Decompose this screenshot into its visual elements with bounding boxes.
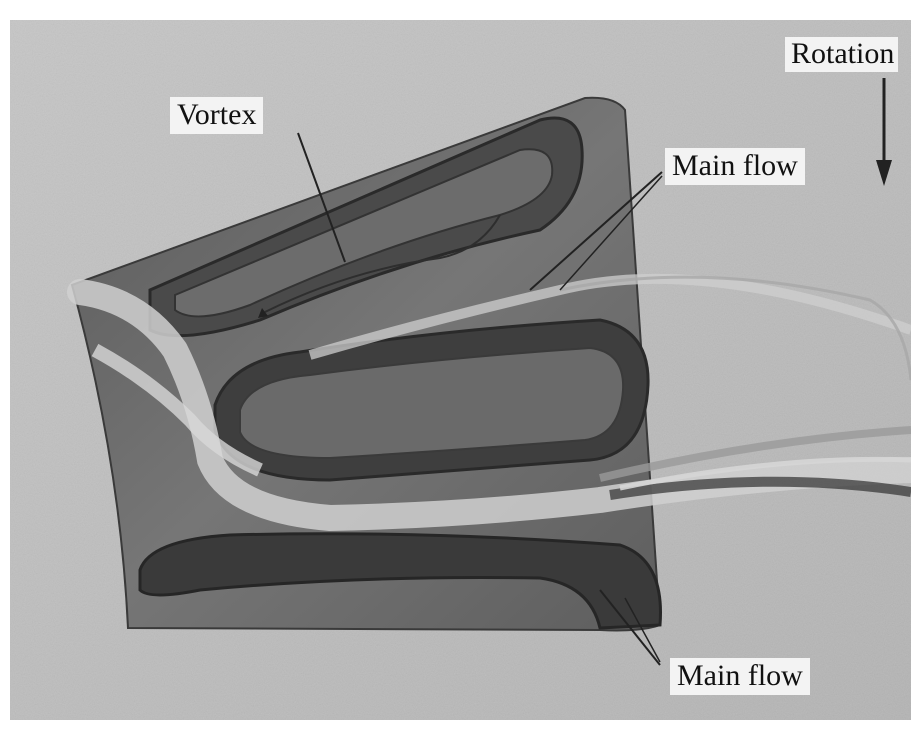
main-flow-label-top: Main flow bbox=[665, 148, 805, 185]
vortex-label: Vortex bbox=[170, 97, 263, 134]
main-flow-label-bottom: Main flow bbox=[670, 658, 810, 695]
rotation-label: Rotation bbox=[785, 37, 898, 72]
